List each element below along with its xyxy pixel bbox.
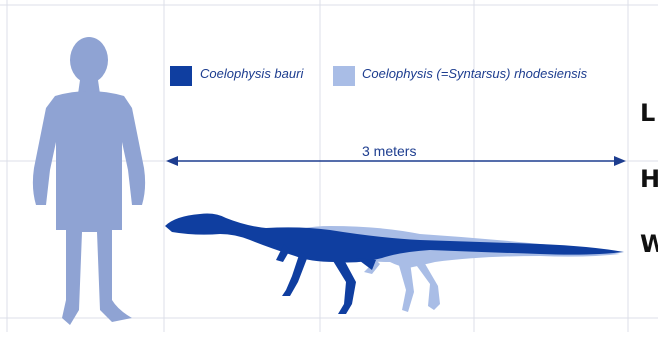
scale-arrow-left [166,156,178,166]
side-label-w: W [640,230,658,258]
human-silhouette [32,37,146,325]
side-label-l: L [640,99,656,127]
scale-arrow-right [614,156,626,166]
scale-bar [166,156,626,166]
legend-label-bauri: Coelophysis bauri [200,66,304,81]
legend-swatch-rhodesiensis [333,66,355,86]
side-label-h: H [640,165,658,193]
legend-label-rhodesiensis: Coelophysis (=Syntarsus) rhodesiensis [362,66,588,81]
scale-label: 3 meters [362,143,417,159]
bauri-silhouette [165,213,624,314]
legend-swatch-bauri [170,66,192,86]
